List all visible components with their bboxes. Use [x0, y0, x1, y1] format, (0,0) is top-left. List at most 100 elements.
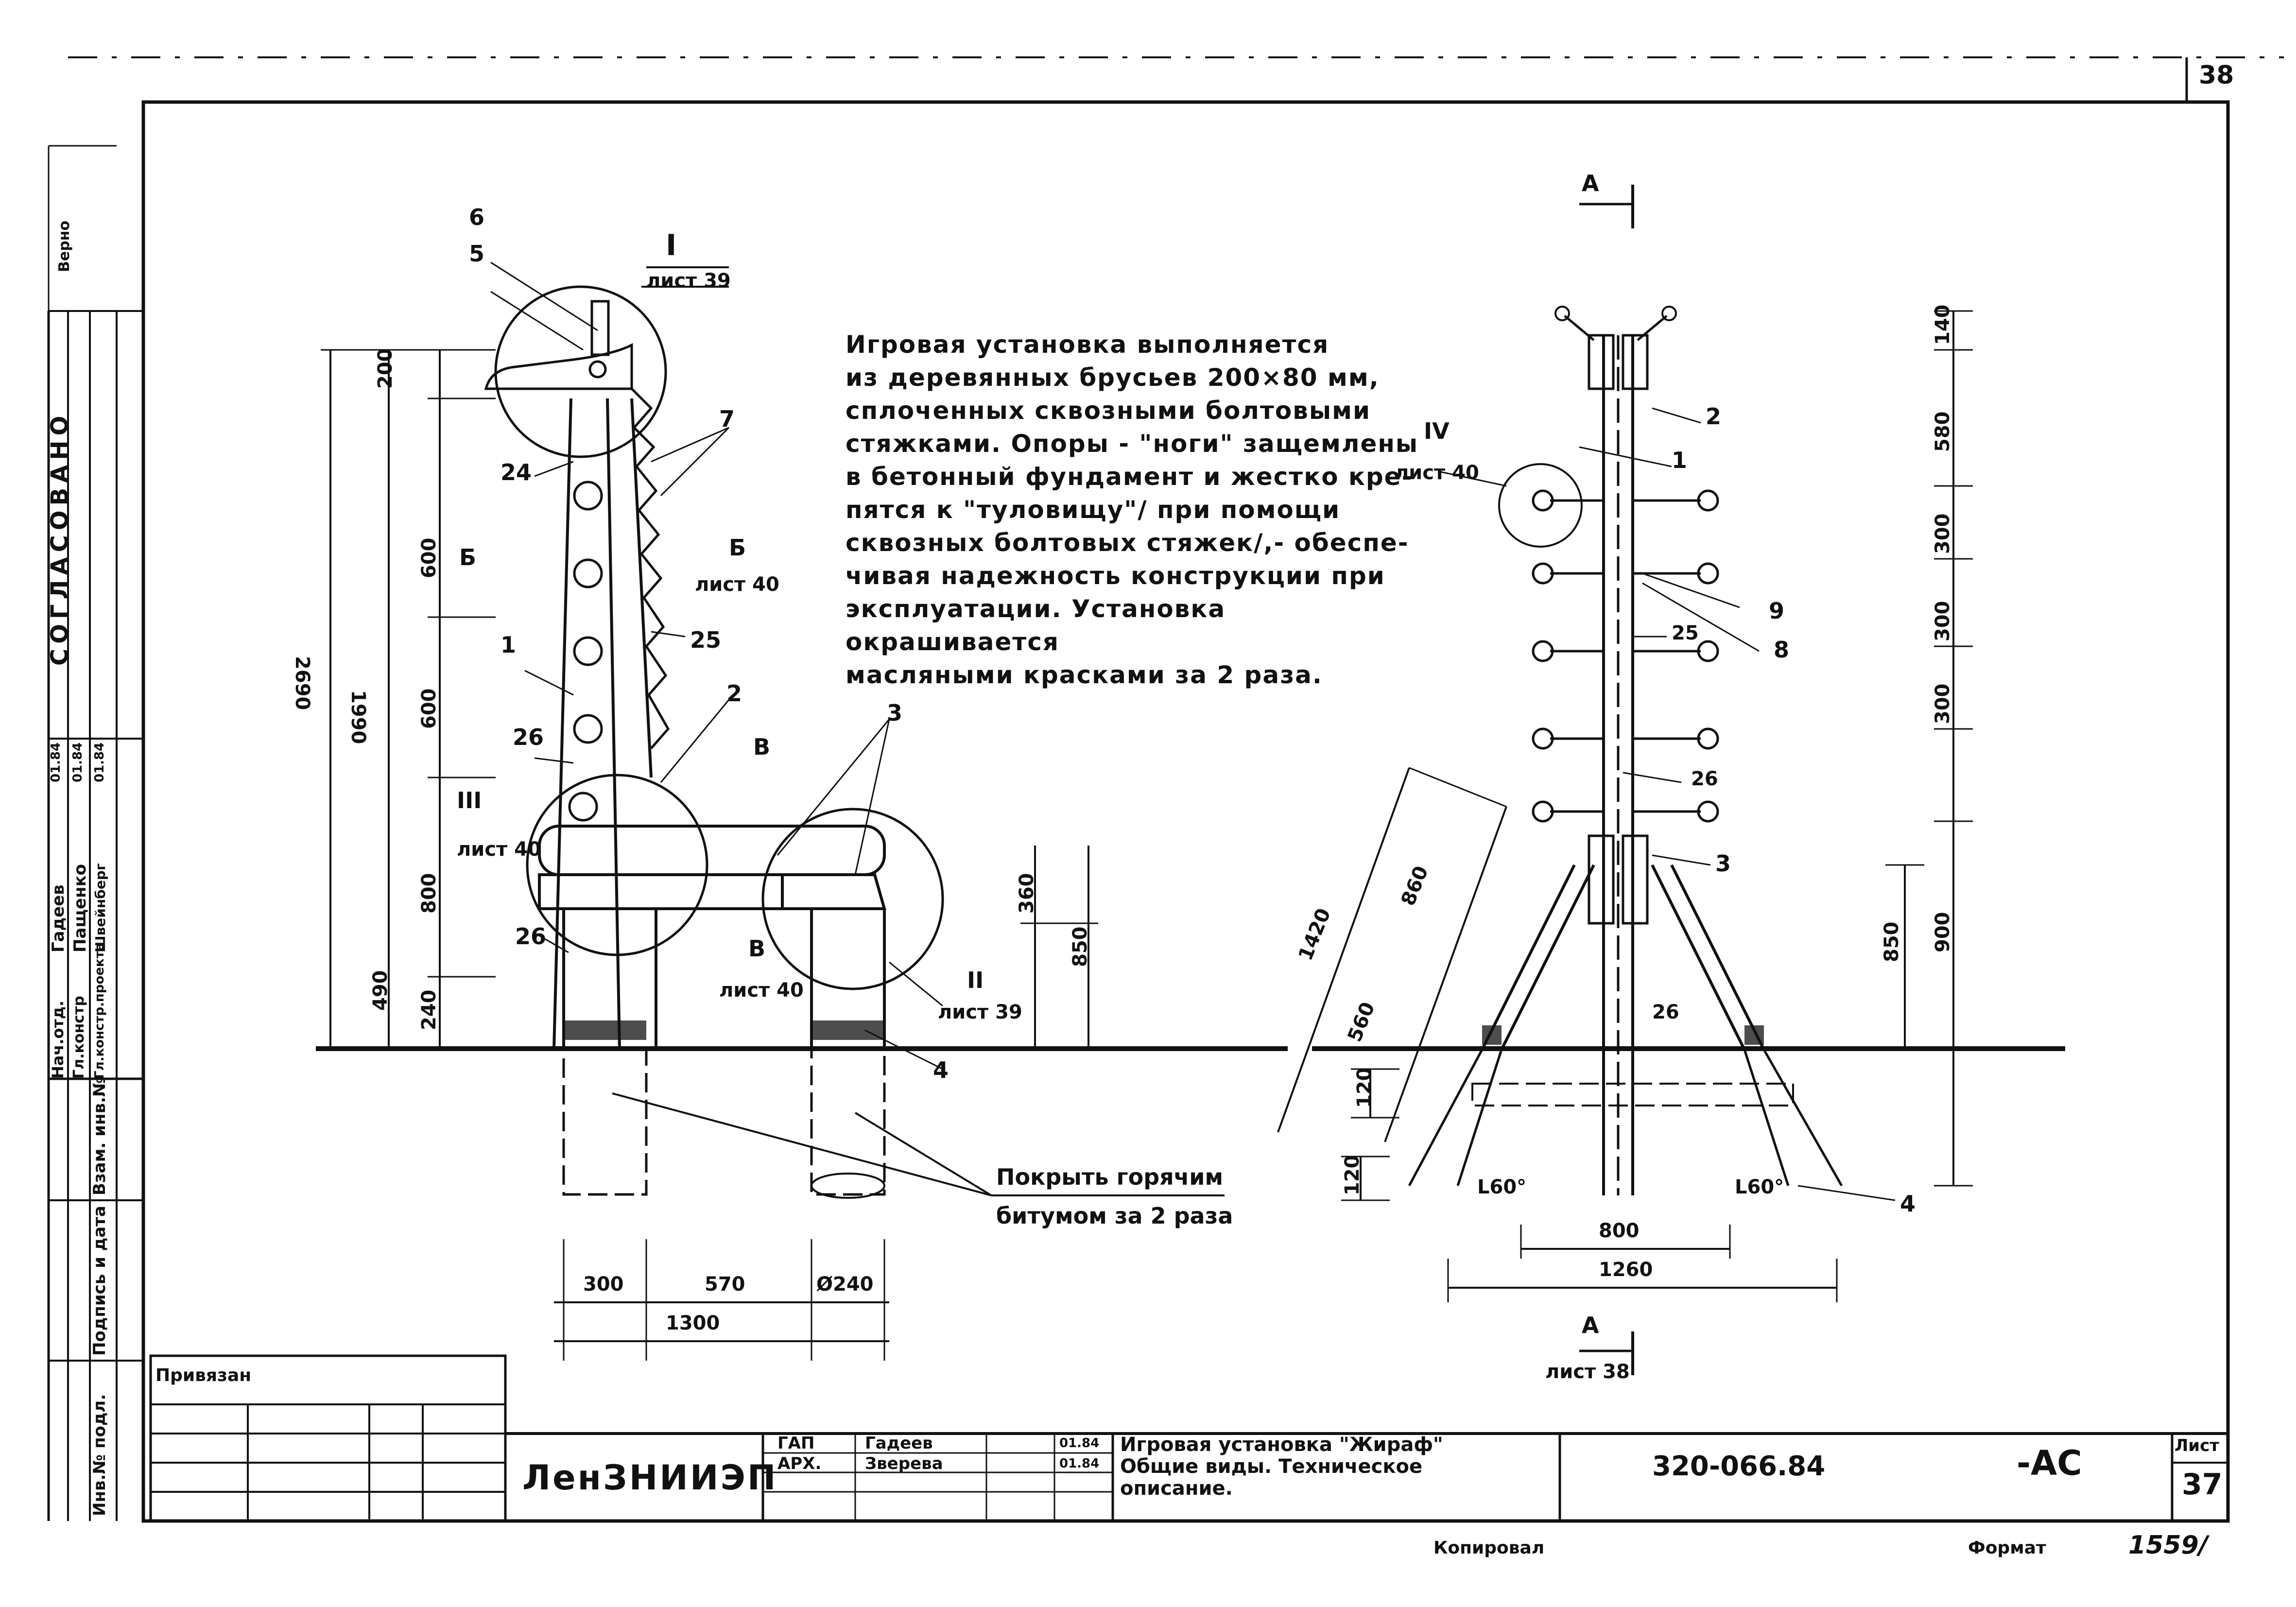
format-value: 1559/: [2128, 1531, 2208, 1560]
cut-A-top-label: А: [1582, 170, 1599, 196]
callout-4: 4: [933, 1057, 949, 1083]
tb-name-1: Гадеев: [865, 1434, 933, 1453]
stamp-role-2: Гл.констр: [70, 996, 87, 1079]
node-IV-sheet: лист 40: [1395, 462, 1479, 484]
doc-code: 320-066.84: [1652, 1451, 1826, 1482]
sheet-label: Лист: [2175, 1436, 2219, 1455]
tb-title-line-1: Игровая установка "Жираф": [1120, 1434, 1443, 1456]
side-callout-9: 9: [1769, 598, 1785, 624]
cut-V-label: В: [753, 734, 771, 760]
side-callout-1: 1: [1672, 447, 1688, 473]
dim-1300: 1300: [666, 1312, 720, 1334]
bitumen-note-line2: битумом за 2 раза: [996, 1203, 1233, 1229]
doc-suffix: -АС: [2017, 1443, 2082, 1483]
node-IV-label: IV: [1424, 418, 1450, 444]
tb-role-1: ГАП: [777, 1434, 815, 1453]
dim-side-1260: 1260: [1599, 1259, 1653, 1281]
stamp-agreed: СОГЛАСОВАНО: [46, 411, 73, 666]
dim-diam-240: Ø240: [816, 1273, 874, 1296]
stamp-name-1: Гадеев: [49, 884, 68, 952]
cut-V-sheet: лист 40: [719, 979, 804, 1002]
dim-side-800: 800: [1599, 1220, 1640, 1242]
dim-600-lower: 600: [418, 688, 440, 729]
stamp-inv-sub: Инв.№ подл.: [90, 1394, 109, 1516]
side-callout-2: 2: [1706, 403, 1722, 430]
cut-A-bottom-label: А: [1582, 1312, 1599, 1338]
technical-note: Игровая установка выполняется из деревян…: [846, 328, 1429, 691]
tb-date-2: 01.84: [1059, 1456, 1100, 1471]
sheet-number: 37: [2182, 1468, 2223, 1502]
cut-A-sheet: лист 38: [1545, 1361, 1630, 1383]
stamp-name-3: Швейнберг: [92, 863, 108, 952]
title-bound-label: Привязан: [155, 1365, 252, 1385]
stamp-name-2: Пащенко: [70, 864, 90, 952]
organization-name: ЛенЗНИИЭП: [522, 1458, 778, 1498]
node-I-sheet: лист 39: [646, 270, 731, 292]
tb-date-1: 01.84: [1059, 1436, 1100, 1451]
callout-3: 3: [887, 700, 903, 726]
copied-label: Копировал: [1433, 1538, 1545, 1558]
note-line: из деревянных брусьев 200×80 мм,: [846, 363, 1380, 392]
dim-side-120-b: 120: [1341, 1155, 1364, 1196]
stamp-date-2: 01.84: [70, 742, 85, 782]
node-II-sheet: лист 39: [938, 1001, 1022, 1023]
side-callout-8: 8: [1774, 637, 1790, 663]
dim-1990: 1990: [347, 690, 369, 744]
dim-side-850: 850: [1881, 921, 1903, 963]
dim-side-900: 900: [1932, 912, 1954, 953]
callout-24: 24: [501, 459, 532, 485]
node-I-label: I: [666, 228, 677, 262]
bitumen-note-line1: Покрыть горячим: [996, 1164, 1224, 1190]
side-callout-26-upper: 26: [1691, 768, 1718, 790]
stamp-sign-date: Подпись и дата: [90, 1206, 109, 1356]
callout-6: 6: [469, 204, 485, 230]
note-line: пятся к "туловищу"/ при помощи: [846, 496, 1341, 524]
note-line: в бетонный фундамент и жестко кре-: [846, 463, 1413, 491]
dim-360: 360: [1016, 873, 1038, 914]
callout-2: 2: [726, 680, 742, 707]
side-callout-26-lower: 26: [1652, 1001, 1679, 1023]
side-callout-4: 4: [1900, 1191, 1916, 1217]
tb-role-2: АРХ.: [777, 1454, 822, 1473]
angle-left: L60°: [1477, 1176, 1527, 1198]
note-line: сплоченных сквозными болтовыми: [846, 397, 1371, 425]
dim-side-300-a: 300: [1932, 513, 1954, 554]
callout-26-lower: 26: [515, 923, 547, 950]
stamp-role-1: Нач.отд.: [49, 1000, 67, 1079]
dim-side-580: 580: [1932, 411, 1954, 452]
dim-850-front: 850: [1069, 926, 1091, 968]
dim-800: 800: [418, 873, 440, 914]
cut-B-top-sheet: лист 40: [695, 573, 779, 596]
dim-200: 200: [374, 348, 397, 389]
tb-name-2: Зверева: [865, 1454, 943, 1473]
dim-600-upper: 600: [418, 537, 440, 579]
cut-B-left-label: Б: [459, 544, 477, 570]
side-callout-3: 3: [1715, 850, 1731, 877]
stamp-role-3: Гл.констр.проекта: [92, 942, 107, 1079]
tb-title-line-3: описание.: [1120, 1477, 1233, 1500]
note-line: Игровая установка выполняется: [846, 330, 1329, 359]
angle-right: L60°: [1735, 1176, 1784, 1198]
node-III-label: III: [457, 787, 482, 813]
stamp-date-3: 01.84: [92, 742, 107, 782]
callout-5: 5: [469, 241, 485, 267]
note-line: стяжками. Опоры - "ноги" защемлены: [846, 430, 1419, 458]
stamp-date-1: 01.84: [49, 742, 63, 782]
callout-7: 7: [719, 406, 735, 432]
dim-side-300-c: 300: [1932, 683, 1954, 725]
cut-V-low-label: В: [748, 935, 766, 962]
callout-1: 1: [501, 632, 517, 658]
callout-26-upper: 26: [513, 724, 544, 750]
tb-title-line-2: Общие виды. Техническое: [1120, 1455, 1423, 1478]
dim-side-120-a: 120: [1353, 1067, 1376, 1108]
callout-25: 25: [690, 627, 722, 653]
stamp-verno: Верно: [56, 220, 73, 272]
page-number-top: 38: [2199, 61, 2234, 90]
node-II-label: II: [967, 967, 984, 993]
note-line: эксплуатации. Установка окрашивается: [846, 595, 1226, 656]
note-line: сквозных болтовых стяжек/,- обеспе-: [846, 529, 1409, 557]
dim-side-140: 140: [1932, 304, 1954, 346]
dim-570-h: 570: [705, 1273, 745, 1296]
note-line: масляными красками за 2 раза.: [846, 661, 1323, 689]
